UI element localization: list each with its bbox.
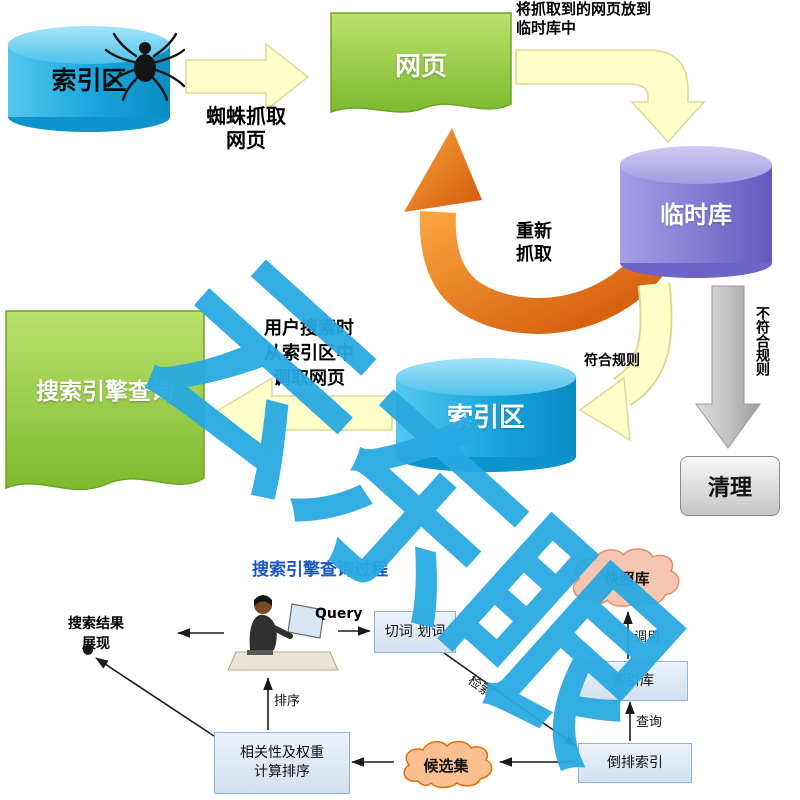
store-to-temp-arrow [515,49,706,144]
webpage-shape: 网页 [330,12,512,130]
fetch-note: 用户搜索时 从索引区中 调取网页 [224,316,394,391]
clean-box: 清理 [680,456,780,516]
query-text-label: Query [315,606,363,622]
crawl-arrow [185,42,310,112]
index-db-label: 索引区 [446,402,525,433]
query-connector-label: 查询 [636,715,663,730]
crawl-note-line2: 网页 [226,128,266,152]
segment-to-inverted-connector [443,652,577,747]
crawl-note-line1: 蜘蛛抓取 [206,104,286,128]
call-label: 调用 [634,630,661,645]
webpage-shape-bg [330,12,512,114]
snapshot-cloud: 快照库 [564,544,690,610]
recrawl-note-line1: 重新 [516,221,552,242]
pass-rule-arrow [578,282,673,442]
recrawl-note-line2: 抓取 [516,244,552,265]
snapshot-cloud-shape [572,548,680,607]
cylinder-top [396,358,576,396]
recrawl-note: 重新 抓取 [498,220,570,266]
snapshot-cloud-label: 快照库 [604,570,650,588]
fail-rule-gray-arrow [695,285,761,449]
result-note-line2: 展现 [82,636,110,652]
index-store-box: 索引库 [578,661,688,701]
temp-db-cylinder: 临时库 [620,146,772,278]
fetch-note-line1: 用户搜索时 [264,318,354,339]
rank-box: 相关性及权重 计算排序 [214,732,350,794]
rank-box-line1: 相关性及权重 [240,745,324,761]
rank-box-line2: 计算排序 [254,764,310,780]
segment-box: 切词 划词 [374,611,456,653]
bottom-flow-title: 搜索引擎查询过程 [252,560,388,580]
store-note: 将抓取到的网页放到 临时库中 [516,0,716,38]
spider-icon [104,32,186,102]
cylinder-top [620,146,772,184]
crawl-note: 蜘蛛抓取 网页 [190,104,302,152]
rule-pass-label: 符合规则 [584,353,640,369]
candidate-cloud-label: 候选集 [423,757,469,775]
index-db-cylinder: 索引区 [396,358,576,472]
sort-label: 排序 [274,694,301,709]
recrawl-orange-arrow [404,128,666,334]
inverted-index-box: 倒排索引 [578,743,692,783]
temp-db-label: 临时库 [660,200,732,229]
result-note-line1: 搜索结果 [68,616,124,632]
result-note: 搜索结果 展现 [50,614,142,654]
store-note-line1: 将抓取到的网页放到 [516,0,652,18]
rule-fail-label: 不符合规则 [754,306,770,376]
candidate-cloud: 候选集 [396,736,496,792]
fetch-note-line3: 调取网页 [273,368,345,389]
store-note-line2: 临时库中 [516,19,577,37]
index-to-query-arrow [210,376,393,452]
candidate-cloud-shape [403,740,493,789]
webpage-label: 网页 [394,52,447,82]
query-page-label: 搜索引擎查询 [36,379,174,405]
user-at-computer-illustration [227,595,339,671]
result-dot [83,645,93,655]
query-page-shape: 搜索引擎查询 [5,310,205,510]
fetch-note-line2: 从索引区中 [264,343,354,364]
query-page-shape-bg [5,310,205,491]
rank-to-result-connector [95,657,215,737]
